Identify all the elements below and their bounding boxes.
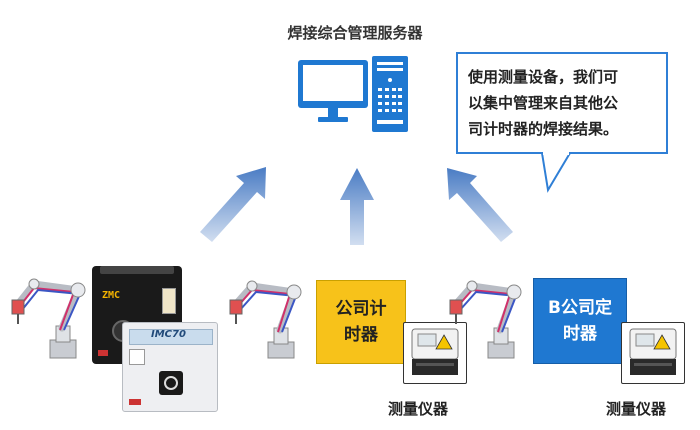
controller-dial-icon xyxy=(159,371,183,395)
meter-label-2: 测量仪器 xyxy=(606,400,667,418)
arrow-right xyxy=(447,168,513,242)
callout-tail xyxy=(540,152,572,193)
timer-b-box: B公司定 时器 xyxy=(533,278,627,364)
monitor-icon xyxy=(298,60,368,122)
server-title: 焊接综合管理服务器 xyxy=(287,24,423,42)
robot-arm-2 xyxy=(229,280,302,359)
timer-a-line-2: 时器 xyxy=(344,325,378,345)
tower-icon xyxy=(372,56,408,132)
callout-line-3: 司计时器的焊接结果。 xyxy=(468,120,619,138)
server-icon xyxy=(298,56,408,132)
timer-b-line-1: B公司定 xyxy=(548,298,612,318)
timer-a-box: 公司计 时器 xyxy=(316,280,406,364)
timer-b-line-2: 时器 xyxy=(563,324,597,344)
meter-label-1: 测量仪器 xyxy=(388,400,449,418)
arrow-center xyxy=(340,168,374,245)
measuring-instrument-2 xyxy=(621,322,685,384)
arrow-left xyxy=(200,167,266,242)
measuring-instrument-1 xyxy=(403,322,467,384)
callout-line-2: 以集中管理来自其他公 xyxy=(468,94,619,112)
callout-line-1: 使用测量设备，我们可 xyxy=(468,68,619,86)
robot-arm-1 xyxy=(11,278,86,359)
timer-a-line-1: 公司计 xyxy=(335,299,387,319)
controller-zmc-label: ZMC xyxy=(102,290,121,301)
meter-device-icon xyxy=(629,328,677,375)
controller-imc70-label: IMC70 xyxy=(151,329,186,340)
robot-arm-3 xyxy=(449,280,522,359)
meter-device-icon xyxy=(411,328,459,375)
controller-imc70: IMC70 xyxy=(122,322,218,412)
